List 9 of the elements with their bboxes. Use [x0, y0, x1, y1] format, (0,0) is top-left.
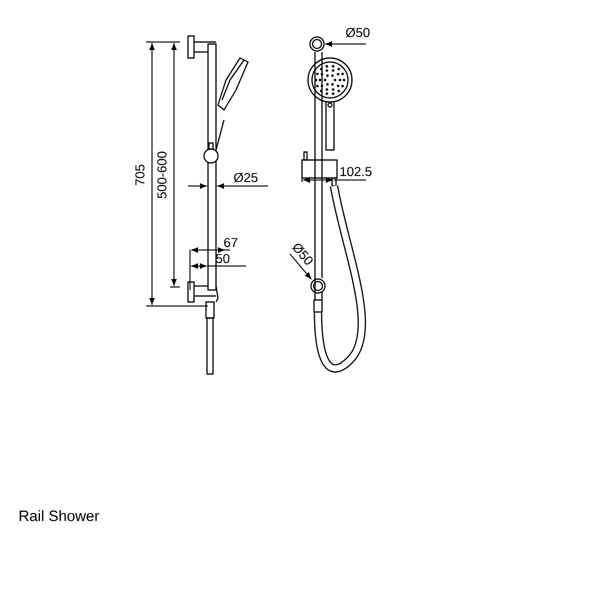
dimension-label: 705	[135, 164, 144, 186]
caption: Rail Shower	[20, 510, 100, 522]
dimension-label: 500-600	[157, 152, 166, 198]
dimension-label: 50	[216, 254, 230, 264]
dimension-label: Ø50	[346, 28, 370, 38]
dimension-label: 102.5	[340, 166, 372, 176]
dimension-label: 67	[224, 238, 238, 248]
dimension-label: Ø25	[234, 172, 258, 182]
dimension-label: Ø50	[292, 244, 313, 265]
